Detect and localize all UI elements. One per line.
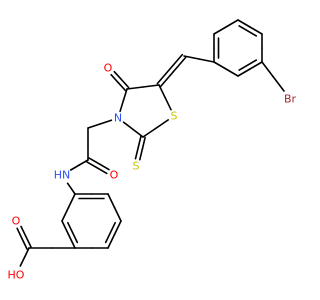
bond-b3-br	[261, 61, 274, 78]
bond-c2-s2	[141, 136, 146, 150]
bond-c4-o4	[117, 81, 127, 92]
thioxo-sulfur-label: S	[133, 160, 140, 173]
bond-c2-n3	[122, 121, 135, 131]
bond-a6-a1	[67, 193, 76, 209]
bond-b6-b1	[225, 19, 239, 28]
bond-cam-oam	[86, 161, 98, 169]
ring-nitrogen-label: N	[114, 112, 122, 125]
bond-b3-br	[272, 75, 285, 92]
bond-b4-b5	[225, 68, 239, 77]
acid-oxygen-label: O	[12, 215, 21, 228]
bond-a5-a6	[67, 233, 76, 249]
bond-n3-c4	[122, 88, 128, 101]
bond-c4-c5	[142, 84, 160, 88]
bond-cam-oam	[98, 163, 110, 171]
bond-c4-o4	[113, 70, 123, 81]
bond-s1-c2	[142, 127, 157, 138]
bond-c2-s2	[134, 146, 139, 160]
ring-sulfur-label: S	[171, 110, 178, 123]
bond-a3-a4	[113, 220, 122, 236]
bond-a5-a6	[61, 220, 70, 236]
bond-cam-nh	[69, 164, 81, 171]
bond-c4-c5	[126, 86, 144, 90]
bond-b3-b4	[237, 68, 251, 77]
bond-cooh-oa	[21, 237, 28, 250]
bond-c5-s1	[158, 84, 166, 99]
bond-nh-a1	[70, 187, 76, 195]
bond-cooh-oa	[25, 235, 32, 248]
bond-nh-a1	[66, 182, 73, 190]
bond-a6-a1	[61, 206, 70, 222]
bond-b5-exo	[198, 58, 215, 63]
bond-cam-oam	[96, 166, 108, 175]
bond-a3-a4-inner	[104, 221, 116, 244]
bond-b1-b2	[249, 26, 263, 35]
bond-c2-s2	[139, 147, 144, 161]
bond-a2-a3	[107, 193, 116, 209]
acid-oh-label: HO	[8, 269, 25, 282]
bond-b5-exo	[183, 55, 200, 60]
bromine-label: Br	[284, 93, 297, 106]
bond-cam-nh	[78, 159, 89, 166]
bond-s1-c2	[154, 119, 169, 130]
bond-layer	[16, 19, 285, 267]
bond-c4-o4	[120, 78, 130, 89]
bond-a3-a4	[107, 233, 116, 249]
bond-cooh-ob	[23, 247, 30, 258]
bond-a5-a6-inner	[67, 221, 79, 244]
bond-b4-b5	[213, 61, 227, 70]
bond-n3-ch2	[87, 123, 101, 129]
ring-oxo-label: O	[104, 62, 113, 75]
bond-b3-b4	[249, 61, 263, 70]
amide-oxygen-label: O	[110, 169, 119, 182]
bond-b6-b1	[213, 26, 227, 35]
bond-exo-c5	[169, 53, 184, 70]
bond-a2-a3	[113, 206, 122, 222]
bond-n3-c4	[119, 99, 125, 113]
bond-b1-b2	[237, 19, 251, 28]
bond-exo-c5	[156, 68, 171, 85]
bond-c5-s1	[164, 96, 172, 111]
bond-cooh-oa	[20, 225, 27, 238]
bond-cooh-oa	[16, 227, 23, 240]
bond-exo-c5	[172, 56, 187, 73]
bond-c2-s2	[137, 135, 142, 149]
bond-exo-c5	[159, 71, 174, 88]
bond-cam-oam	[88, 157, 100, 165]
bond-c4-o4	[110, 73, 119, 84]
bond-c2-n3	[132, 128, 144, 138]
bond-cooh-ob	[19, 256, 26, 267]
bond-b1-b2-inner	[238, 25, 258, 37]
amide-nh-label: HN	[54, 169, 71, 182]
bond-b3-b4-inner	[238, 59, 258, 71]
bond-n3-ch2	[98, 119, 113, 125]
